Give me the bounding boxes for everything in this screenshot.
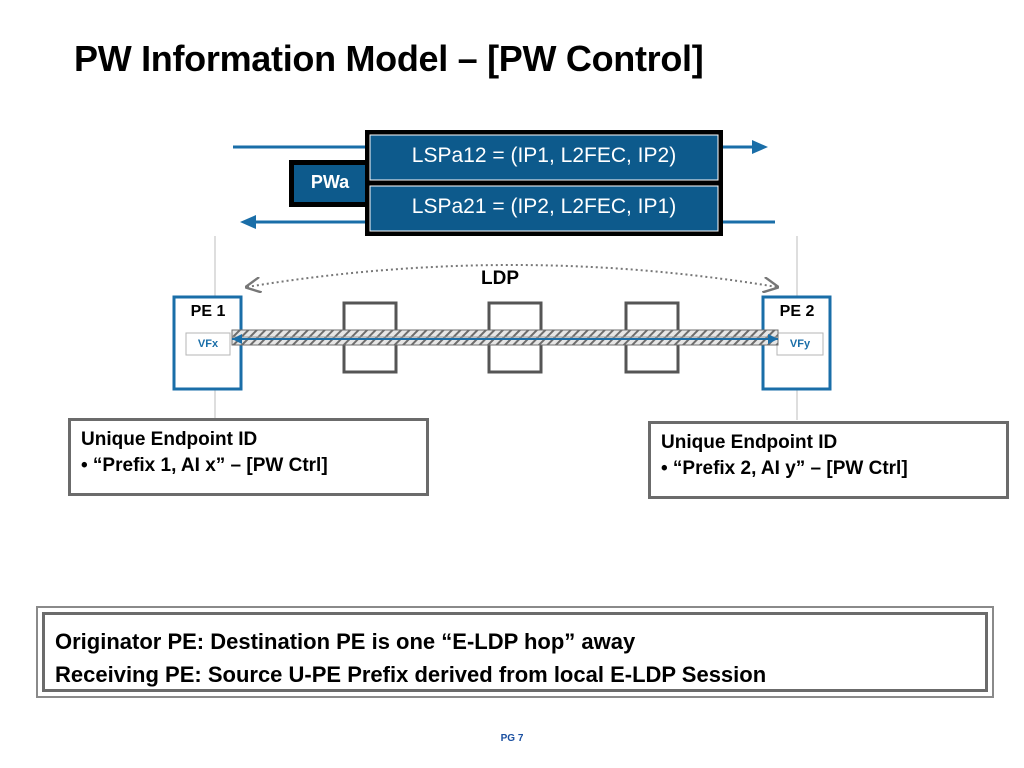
lsp-reverse-label: LSPa21 = (IP2, L2FEC, IP1): [411, 195, 677, 218]
lsp-forward-label: LSPa12 = (IP1, L2FEC, IP2): [411, 144, 677, 167]
endpoint1-heading: Unique Endpoint ID: [81, 429, 258, 450]
lsp-forward-box: [369, 134, 719, 181]
notes-inner: Originator PE: Destination PE is one “E-…: [42, 612, 988, 692]
endpoint2-box: Unique Endpoint ID • “Prefix 2, AI y” – …: [648, 421, 1009, 499]
pe1-vf-box: [185, 332, 231, 356]
lsp-container: [365, 130, 723, 236]
pwa-label: PWa: [310, 172, 350, 192]
pe1-vf-label: VFx: [197, 338, 219, 350]
endpoint2-detail: • “Prefix 2, AI y” – [PW Ctrl]: [661, 458, 908, 479]
notes-line-2: Receiving PE: Source U-PE Prefix derived…: [55, 662, 767, 687]
notes-box: Originator PE: Destination PE is one “E-…: [36, 606, 994, 698]
notes-line-1: Originator PE: Destination PE is one “E-…: [55, 629, 636, 654]
slide-title: PW Information Model – [PW Control]: [74, 38, 704, 79]
pe2-label: PE 2: [779, 303, 815, 320]
page-number: PG 7: [500, 733, 524, 744]
ldp-arc: [247, 264, 777, 287]
pe1-label: PE 1: [190, 303, 226, 320]
lsp-reverse-box: [369, 185, 719, 232]
endpoint1-box: Unique Endpoint ID • “Prefix 1, AI x” – …: [68, 418, 429, 496]
pw-tunnel: [231, 329, 779, 346]
endpoint1-detail: • “Prefix 1, AI x” – [PW Ctrl]: [81, 455, 328, 476]
pe2-vf-label: VFy: [789, 338, 811, 350]
ldp-label: LDP: [481, 268, 519, 289]
endpoint2-heading: Unique Endpoint ID: [661, 432, 838, 453]
pwa-box: [289, 160, 371, 207]
